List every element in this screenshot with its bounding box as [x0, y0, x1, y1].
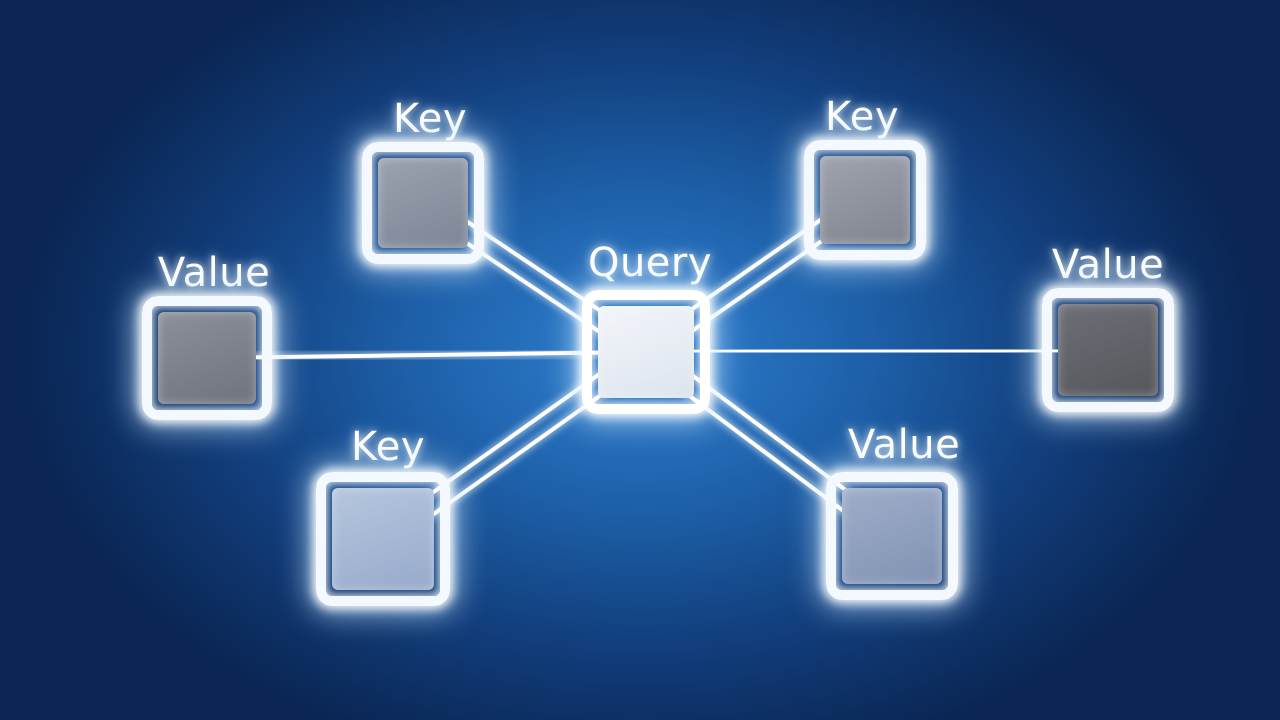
key-top-right-face [820, 156, 910, 244]
query-label: Query [587, 240, 713, 286]
value-right-label: Value [1051, 242, 1165, 288]
key-top-right-label: Key [824, 94, 900, 140]
key-top-left-face [378, 158, 468, 248]
key-top-left-label: Key [392, 96, 468, 142]
value-right-face [1058, 304, 1158, 396]
key-bottom-left-label: Key [350, 424, 426, 470]
value-left-face [158, 312, 256, 404]
key-top-right-node [804, 140, 926, 260]
key-bottom-left-face [332, 488, 434, 590]
value-bottom-right-label: Value [847, 422, 961, 468]
value-left-node [142, 296, 272, 420]
link-rail [205, 350, 648, 360]
key-top-left-node [362, 142, 484, 264]
query-node [582, 290, 710, 414]
key-bottom-left-node [316, 472, 450, 606]
link-rail [644, 348, 1110, 354]
value-bottom-right-node [826, 472, 958, 600]
link-query-to-value-left [205, 350, 648, 360]
query-face [598, 306, 694, 398]
value-bottom-right-face [842, 488, 942, 584]
value-left-label: Value [157, 250, 271, 296]
link-query-to-value-right [644, 348, 1110, 354]
value-right-node [1042, 288, 1174, 412]
